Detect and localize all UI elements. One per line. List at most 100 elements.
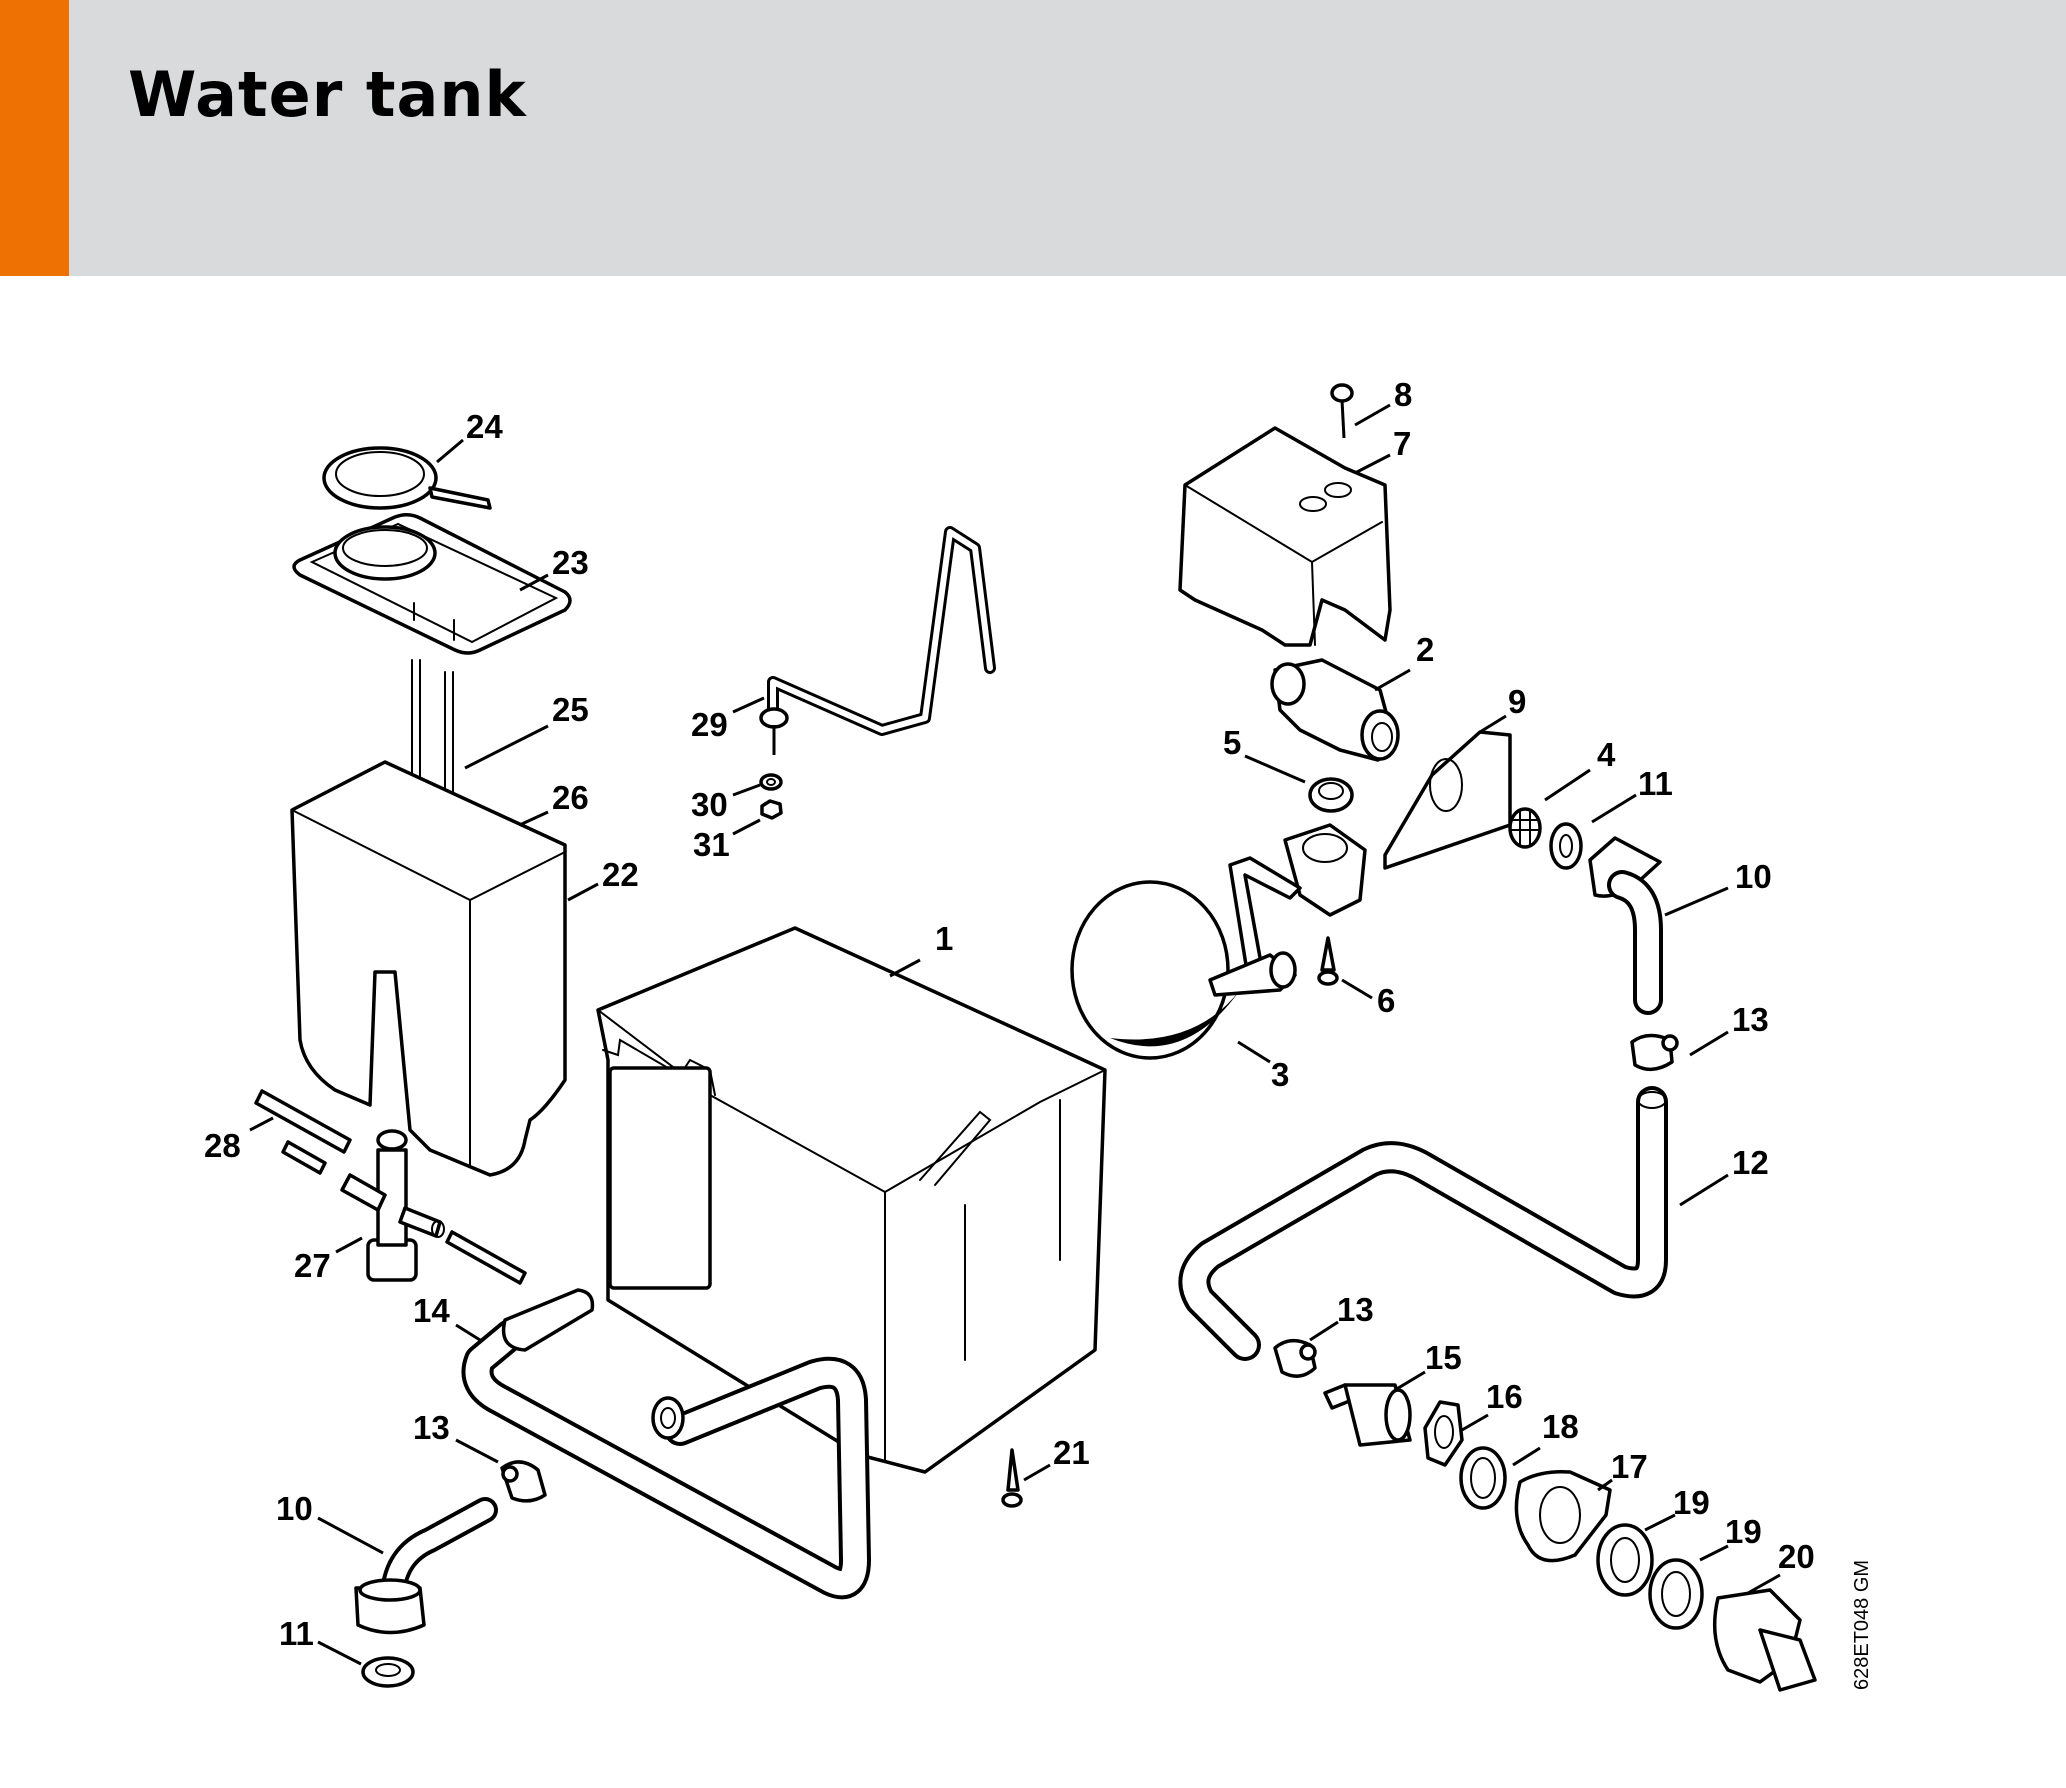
part-15-nipple[interactable]	[1323, 1383, 1412, 1447]
page-title: Water tank	[128, 58, 527, 131]
leader-19b	[1699, 1544, 1729, 1562]
part-13-clamp-left[interactable]	[500, 1460, 547, 1503]
leader-10-right	[1664, 886, 1729, 917]
leader-15	[1394, 1370, 1426, 1392]
label-10-left: 10	[276, 1490, 313, 1527]
label-1: 1	[935, 920, 953, 957]
leader-8	[1354, 403, 1391, 427]
part-30-washer[interactable]	[759, 773, 783, 791]
part-28-hoses[interactable]	[254, 1089, 527, 1285]
leader-5	[1244, 754, 1306, 784]
leader-2	[1374, 668, 1411, 692]
label-24: 24	[466, 408, 503, 445]
part-9-gasket[interactable]	[1383, 730, 1512, 870]
part-19-seal-b[interactable]	[1648, 1558, 1704, 1630]
part-7-cover[interactable]	[1178, 426, 1392, 647]
exploded-parts-diagram: 24 23 25 26 22 1 29 30 31 28 27 14 13 10…	[204, 376, 1873, 1692]
part-17-coupling[interactable]	[1514, 1469, 1612, 1563]
leader-7	[1354, 453, 1391, 475]
part-13-clamp-right-lower[interactable]	[1273, 1338, 1317, 1378]
leader-28	[249, 1116, 274, 1132]
part-16-nut[interactable]	[1423, 1400, 1464, 1467]
part-8-screw[interactable]	[1330, 383, 1354, 439]
part-14-hose[interactable]	[461, 1288, 871, 1600]
leader-16	[1461, 1413, 1489, 1432]
part-29-rod[interactable]	[759, 526, 996, 755]
part-10-elbow-left[interactable]	[354, 1497, 498, 1635]
leader-11-right	[1591, 793, 1637, 824]
leader-27	[335, 1236, 363, 1254]
part-21-screw[interactable]	[1001, 1448, 1023, 1508]
label-17: 17	[1611, 1448, 1648, 1485]
label-27: 27	[294, 1247, 331, 1284]
part-27-tee-valve[interactable]	[340, 1129, 445, 1282]
leader-19a	[1644, 1513, 1676, 1532]
page-header: Water tank	[0, 0, 2066, 276]
label-26: 26	[552, 779, 589, 816]
float-valve-body[interactable]	[1228, 823, 1367, 992]
label-20: 20	[1778, 1538, 1815, 1575]
part-24-cap[interactable]	[322, 446, 492, 510]
leader-30	[732, 783, 761, 797]
leader-3	[1237, 1040, 1271, 1064]
label-16: 16	[1486, 1378, 1523, 1415]
part-13-clamp-right-upper[interactable]	[1630, 1033, 1679, 1072]
leader-18	[1512, 1446, 1541, 1467]
label-25: 25	[552, 691, 589, 728]
part-3-float[interactable]	[1070, 880, 1297, 1060]
label-2: 2	[1416, 631, 1434, 668]
part-12-hose[interactable]	[1178, 1086, 1668, 1361]
drawing-code: 628ET048 GM	[1851, 1560, 1873, 1690]
leader-13-right-upper	[1689, 1030, 1729, 1057]
label-28: 28	[204, 1127, 241, 1164]
label-18: 18	[1542, 1408, 1579, 1445]
leader-14	[455, 1323, 481, 1342]
label-3: 3	[1271, 1056, 1289, 1093]
part-10-elbow-right[interactable]	[1588, 836, 1663, 1015]
label-22: 22	[602, 856, 639, 893]
label-19b: 19	[1725, 1513, 1762, 1550]
leader-25	[464, 724, 549, 770]
leader-9	[1479, 714, 1507, 734]
part-6-screw[interactable]	[1317, 936, 1339, 986]
part-20-hose-coupling[interactable]	[1712, 1588, 1817, 1692]
label-11-left: 11	[279, 1615, 314, 1652]
leader-13-right-lower	[1309, 1320, 1339, 1342]
label-15: 15	[1425, 1339, 1462, 1376]
part-11-washer-left[interactable]	[361, 1656, 415, 1688]
label-14: 14	[413, 1292, 450, 1329]
leader-24	[436, 438, 464, 464]
part-31-nut[interactable]	[760, 799, 783, 820]
leader-20	[1747, 1573, 1781, 1595]
leader-1	[889, 958, 921, 978]
label-13-right-lower: 13	[1337, 1291, 1374, 1328]
leader-31	[732, 818, 761, 836]
label-13-left: 13	[413, 1409, 450, 1446]
part-1-main-tank[interactable]	[596, 926, 1107, 1474]
label-12: 12	[1732, 1144, 1769, 1181]
label-29: 29	[691, 706, 728, 743]
label-7: 7	[1393, 425, 1411, 462]
leader-11-left	[317, 1640, 362, 1666]
leader-21	[1023, 1463, 1051, 1482]
accent-bar	[0, 0, 69, 276]
label-21: 21	[1053, 1434, 1090, 1471]
leader-22	[567, 882, 599, 902]
leader-6	[1341, 978, 1373, 1000]
label-4: 4	[1597, 736, 1616, 773]
part-5-diaphragm[interactable]	[1308, 777, 1354, 813]
label-30: 30	[691, 786, 728, 823]
part-4-strainer[interactable]	[1508, 807, 1542, 849]
part-11-washer-right[interactable]	[1549, 822, 1583, 870]
part-23-lid[interactable]	[292, 513, 572, 655]
label-9: 9	[1508, 683, 1526, 720]
leader-23	[519, 573, 549, 592]
part-2-valve[interactable]	[1270, 658, 1400, 762]
label-10-right: 10	[1735, 858, 1772, 895]
part-19-seal-a[interactable]	[1596, 1523, 1654, 1597]
label-5: 5	[1223, 724, 1241, 761]
leader-12	[1679, 1173, 1729, 1207]
part-22-inner-tank[interactable]	[290, 760, 567, 1177]
part-18-washer[interactable]	[1459, 1446, 1507, 1510]
label-19a: 19	[1673, 1484, 1710, 1521]
